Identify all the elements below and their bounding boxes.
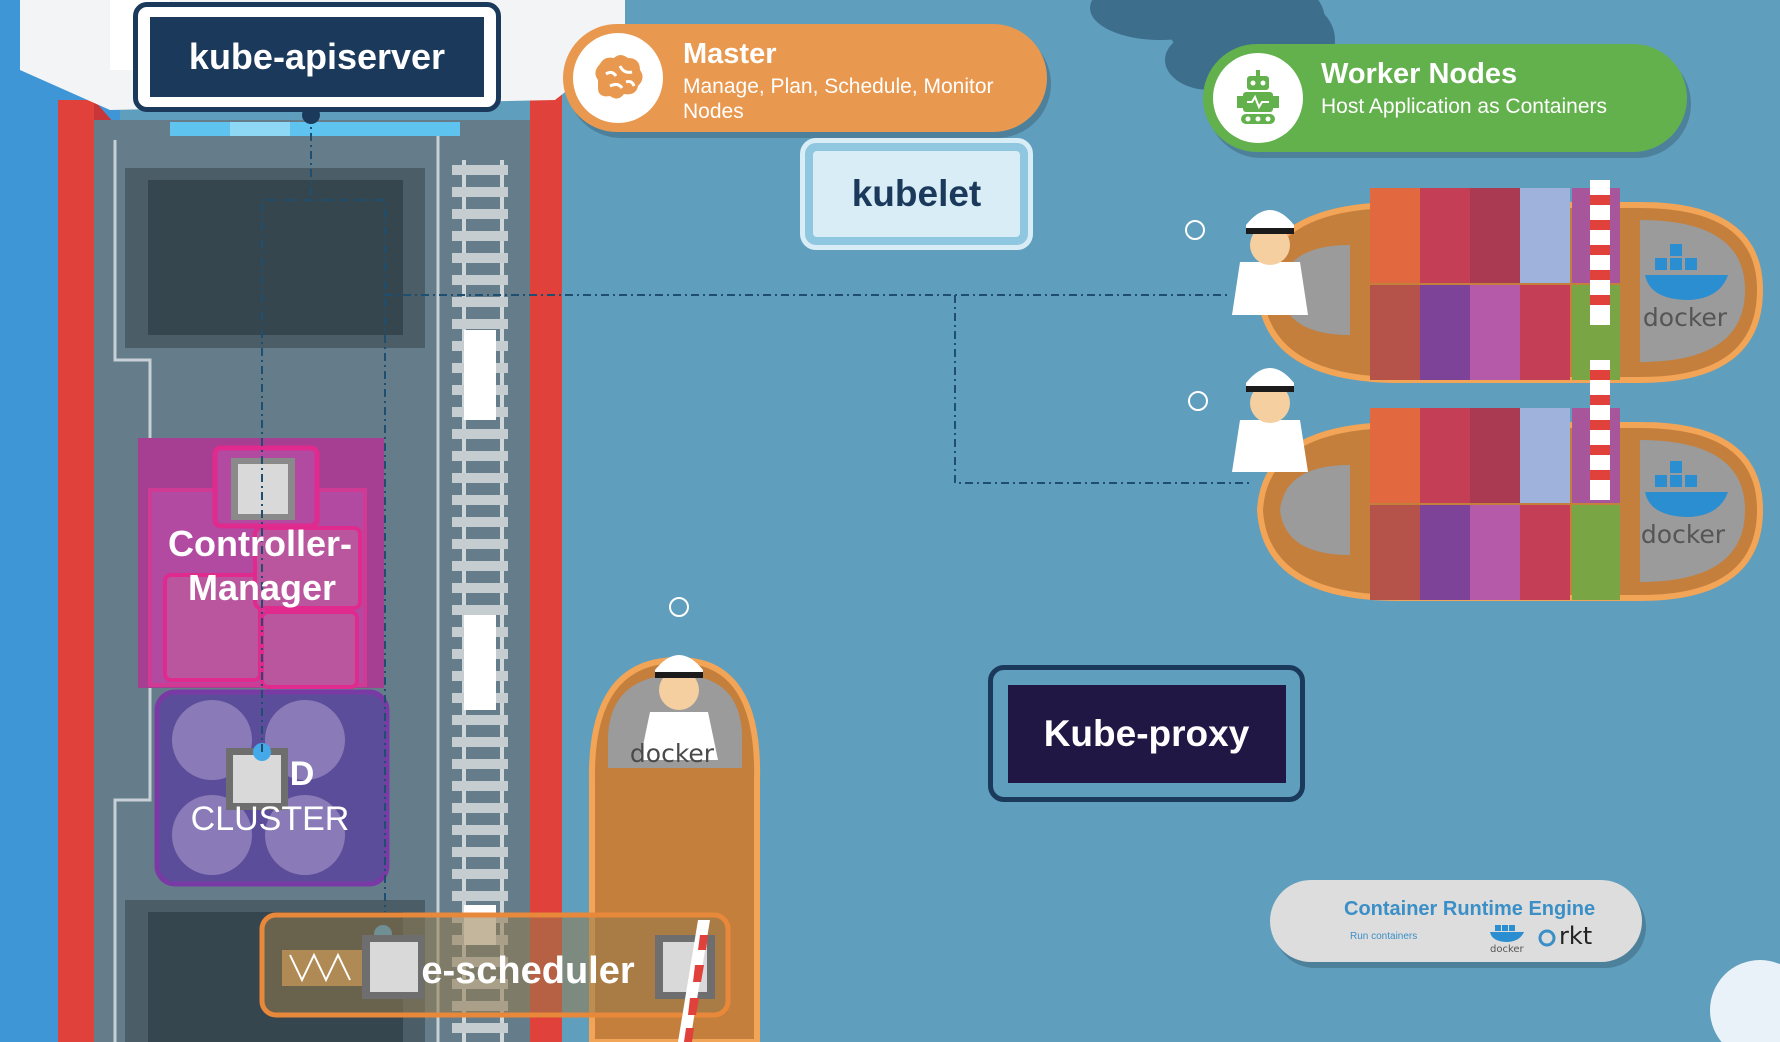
scheduler-label: e-scheduler xyxy=(421,950,635,992)
ship-hull-edge xyxy=(0,0,30,1042)
boat-docker-logo: docker xyxy=(630,739,715,768)
etcd-node xyxy=(172,795,252,875)
mast-pole xyxy=(678,920,710,1042)
docker-whale-icon xyxy=(1645,461,1728,517)
robot-icon xyxy=(1213,53,1303,143)
captain xyxy=(640,655,718,760)
master-legend: Master Manage, Plan, Schedule, Monitor N… xyxy=(563,24,1047,132)
cloud xyxy=(1710,960,1780,1042)
etcd-node xyxy=(265,795,345,875)
worker-subtitle: Host Application as Containers xyxy=(1321,95,1607,118)
rkt-icon xyxy=(1538,929,1556,947)
connection-lines xyxy=(261,115,1250,935)
apiserver-label: kube-apiserver xyxy=(150,17,484,97)
ship-docker-logo: docker xyxy=(1643,303,1728,332)
robot-icon-graphic xyxy=(1237,70,1279,124)
controller-label-line2: Manager xyxy=(188,567,336,608)
scheduler-box xyxy=(370,942,418,992)
crane xyxy=(282,950,362,986)
runtime-title: Container Runtime Engine xyxy=(1344,898,1596,920)
master-subtitle-line2: Nodes xyxy=(683,100,744,123)
brain-icon-graphic xyxy=(595,55,643,99)
kube-proxy-label: Kube-proxy xyxy=(1007,684,1286,783)
master-title: Master xyxy=(683,38,777,70)
cargo-containers xyxy=(1370,188,1620,600)
cargo-hold-inner xyxy=(148,180,403,335)
runtime-legend: Container Runtime Engine Run containers … xyxy=(1270,880,1642,962)
api-light-strip xyxy=(170,122,460,136)
train-car xyxy=(464,330,496,420)
bubble xyxy=(669,597,689,617)
etcd-label-line2: CLUSTER xyxy=(191,800,350,838)
bubble xyxy=(1188,391,1208,411)
etcd-box xyxy=(233,755,281,803)
runtime-subtitle: Run containers xyxy=(1350,931,1418,942)
captain xyxy=(1232,210,1308,315)
kube-proxy-label-box: Kube-proxy xyxy=(988,665,1305,802)
master-subtitle-line1: Manage, Plan, Schedule, Monitor xyxy=(683,75,994,98)
runtime-docker-logo: docker xyxy=(1490,944,1524,955)
ship-docker-logo: docker xyxy=(1641,520,1726,549)
etcd-label-line1: D xyxy=(290,755,315,793)
ship-red-stripe-right xyxy=(530,95,562,1042)
worker-legend: Worker Nodes Host Application as Contain… xyxy=(1203,44,1687,152)
controller-label-line1: Controller- xyxy=(168,523,352,564)
runtime-rkt-logo: rkt xyxy=(1559,922,1593,950)
kubelet-label-box: kubelet xyxy=(800,138,1033,250)
apiserver-label-box: kube-apiserver xyxy=(133,2,501,112)
crane-truss xyxy=(289,952,351,983)
docker-whale-icon xyxy=(1490,925,1524,942)
worker-title: Worker Nodes xyxy=(1321,58,1518,90)
ship-red-stripe-left xyxy=(58,100,94,1042)
controller-container xyxy=(260,610,359,689)
controller-box xyxy=(238,464,288,514)
mast-pole xyxy=(1590,360,1610,500)
kubelet-label: kubelet xyxy=(813,151,1020,237)
bubble xyxy=(1185,220,1205,240)
api-light-strip xyxy=(230,122,290,136)
brain-icon xyxy=(573,33,663,123)
docker-whale-icon xyxy=(1645,244,1728,300)
train-car xyxy=(464,615,496,710)
mast-pole xyxy=(1590,180,1610,325)
captain xyxy=(1232,368,1308,472)
